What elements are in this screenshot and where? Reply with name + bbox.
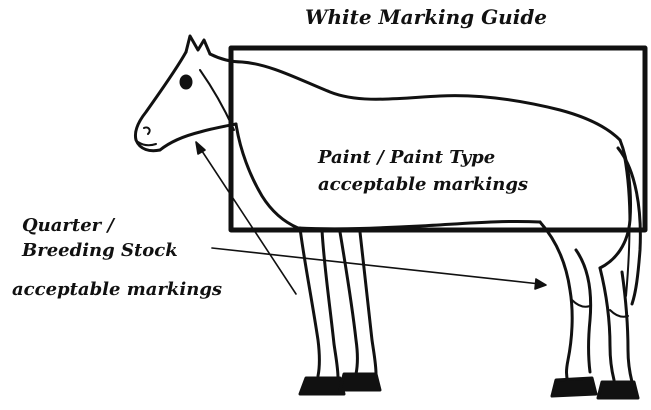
diagram-title: White Marking Guide [305,6,547,29]
paint-label-line2: acceptable markings [318,175,528,196]
quarter-label-line1: Quarter / [22,216,114,237]
horse-outline [135,36,640,398]
quarter-label-line2: Breeding Stock [22,241,178,262]
paint-label-line1: Paint / Paint Type [318,148,495,169]
quarter-label-line3: acceptable markings [12,280,222,301]
